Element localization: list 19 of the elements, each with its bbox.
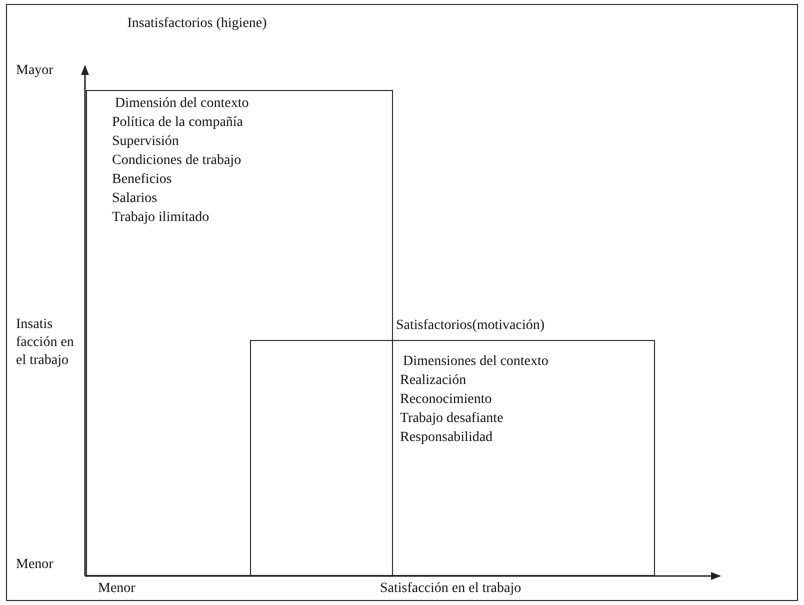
factor-item: Realización xyxy=(400,372,466,390)
factor-item: Beneficios xyxy=(112,171,172,189)
factor-item: Política de la compañía xyxy=(112,114,244,132)
axis-tick-label: Mayor xyxy=(16,62,54,80)
subheading: Dimensión del contexto xyxy=(115,95,249,113)
factor-item: Trabajo ilimitado xyxy=(112,209,210,227)
axis-label: Satisfacción en el trabajo xyxy=(380,580,522,598)
axis-tick-label: Menor xyxy=(98,580,136,598)
group-heading: Insatisfactorios (higiene) xyxy=(126,15,268,33)
factor-item: Reconocimiento xyxy=(400,391,492,409)
axis-tick-label: Menor xyxy=(16,556,54,574)
factor-item: Salarios xyxy=(112,190,158,208)
group-heading: Satisfactorios(motivación) xyxy=(396,317,546,335)
subheading: Dimensiones del contexto xyxy=(403,353,548,371)
factor-item: Supervisión xyxy=(112,133,179,151)
factor-item: Trabajo desafiante xyxy=(400,410,504,428)
factor-item: Condiciones de trabajo xyxy=(112,152,242,170)
axis-label: Insatis facción en el trabajo xyxy=(16,316,75,370)
factor-item: Responsabilidad xyxy=(400,429,493,447)
